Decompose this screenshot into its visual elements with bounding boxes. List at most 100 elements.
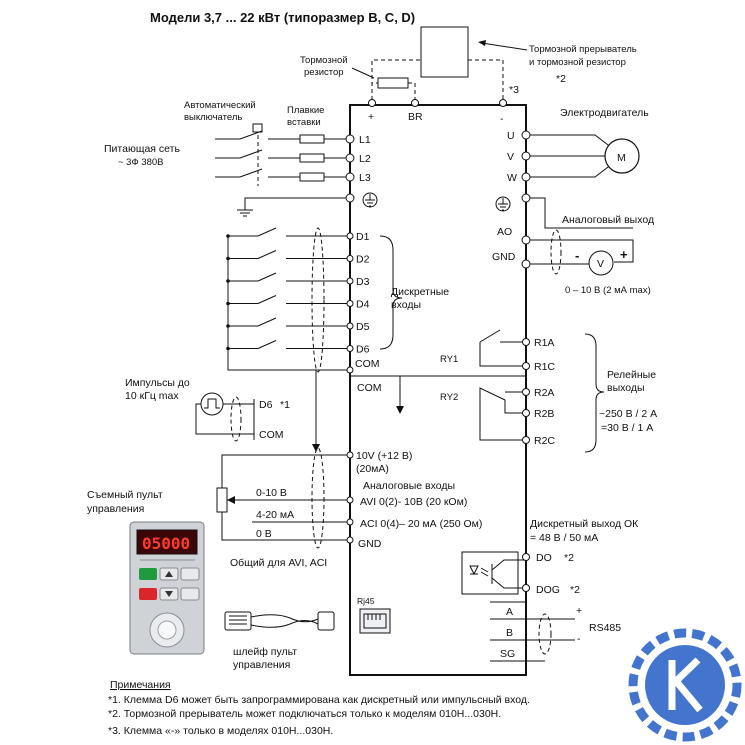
brake-unit-label-2: и тормозной резистор [529, 57, 626, 68]
digital-inputs-shield [311, 227, 325, 373]
relay-rating-2: =30 В / 1 А [601, 422, 653, 434]
relay-section: RY1 RY2 R1A R1C R2A R2B R2C Релейные вых… [440, 329, 657, 453]
notes-section: Примечания *1. Клемма D6 может быть запр… [108, 679, 530, 737]
brake-wire-unit-minus [468, 59, 504, 100]
brake-resistor [377, 77, 409, 89]
optocoupler-box [461, 551, 519, 595]
terminal-d4 [346, 300, 354, 307]
terminal-br-label: BR [408, 111, 423, 123]
optocoupler-transistor-icon [491, 559, 526, 589]
breaker-handle [252, 123, 263, 133]
motor-wire-w [526, 163, 613, 178]
rj45-label: Rj45 [357, 596, 375, 606]
terminal-r2a [522, 388, 530, 396]
note-line-2: *2. Тормозной прерыватель может подключа… [108, 708, 501, 720]
rs485-shield [538, 613, 552, 655]
keypad-func-button[interactable] [180, 567, 200, 581]
pulse-waveform-icon [204, 398, 220, 409]
analog-output-section: Аналоговый выход AO GND V - + 0 – 10 В (… [492, 214, 654, 296]
digital-input-wire [228, 295, 350, 304]
terminal-r1a-label: R1A [534, 337, 554, 349]
terminal-gnd-out-label: GND [492, 251, 516, 263]
cable-label-1: шлейф пульт [233, 646, 297, 658]
keypad-mode-button[interactable] [180, 587, 200, 601]
voltmeter-minus: - [575, 248, 579, 263]
cable-wire [250, 614, 319, 628]
terminal-r1c-label: R1C [534, 361, 555, 373]
com-inside-label: COM [357, 382, 382, 394]
cable-plug-left-icon [229, 615, 247, 625]
ain-supply-label-2: (20мА) [356, 463, 389, 475]
terminal-minus [499, 99, 507, 107]
terminal-minus-note: *3 [509, 84, 519, 96]
terminal-d2-label: D2 [356, 254, 370, 266]
pulse-note: *1 [280, 399, 290, 411]
ry1-contact [479, 329, 526, 367]
brake-resistor-leader [351, 67, 375, 79]
digital-input-wire [228, 250, 350, 259]
terminal-minus-label: - [500, 113, 504, 125]
terminal-r1c [522, 362, 530, 370]
digital-input-junction [226, 346, 230, 351]
terminal-com-digital [346, 366, 354, 374]
note-line-3: *3. Клемма «-» только в моделях 010Н...0… [108, 725, 333, 737]
breaker-label-2: выключатель [184, 112, 242, 123]
terminal-ao [521, 235, 531, 245]
digital-input-junction [226, 234, 230, 238]
brake-unit-box [420, 26, 469, 78]
terminal-sg-label: SG [500, 648, 515, 660]
terminal-l1-label: L1 [359, 134, 371, 146]
dout-label-2: = 48 В / 50 мА [530, 532, 598, 544]
motor-symbol-letter: M [617, 152, 626, 164]
digital-inputs-brace [379, 235, 403, 350]
notes-heading: Примечания [110, 679, 171, 691]
digital-input-wire [228, 317, 350, 327]
terminal-pe-left [345, 193, 355, 203]
terminal-u-label: U [507, 130, 515, 142]
ain-zero-label: 0 В [256, 528, 272, 540]
ground-icon-left [237, 209, 253, 217]
keypad-run-button[interactable] [139, 568, 157, 580]
keypad-display-digits: 05000 [142, 534, 190, 553]
terminal-w-label: W [507, 172, 517, 184]
ain-supply-wire [221, 454, 350, 488]
ain-gnd-label: GND [358, 538, 382, 550]
brake-section: Тормозной прерыватель и тормозной резист… [300, 26, 637, 125]
voltmeter-plus: + [620, 247, 628, 262]
terminal-d1 [346, 232, 354, 240]
analog-inputs-section: 10V (+12 В) (20мА) Аналоговые входы AVI … [216, 370, 482, 569]
rs485-minus: - [577, 633, 581, 645]
terminal-do [522, 553, 530, 561]
terminal-aci [346, 518, 354, 526]
keypad-stop-button[interactable] [139, 588, 157, 600]
logo-gear-core [645, 645, 725, 725]
cable-plug-right [317, 611, 335, 631]
terminal-w [521, 172, 531, 182]
phase-wire-l2 [215, 149, 350, 159]
analog-out-label: Аналоговый выход [562, 214, 654, 226]
terminal-gnd-in [346, 536, 354, 544]
ain-aci-label: ACI 0(4)– 20 мА (250 Ом) [360, 518, 482, 530]
terminal-br [411, 99, 419, 107]
ain-supply-label-1: 10V (+12 В) [356, 450, 412, 462]
brake-wire-br [408, 82, 416, 100]
terminal-avi [346, 496, 354, 504]
keypad-label-2: управления [87, 503, 144, 515]
terminal-10v [346, 451, 354, 459]
terminal-do-label: DO [536, 552, 552, 564]
terminal-r1a [522, 338, 530, 346]
cable-label-2: управления [233, 659, 290, 671]
digital-input-wire [228, 227, 350, 237]
terminal-ao-label: AO [497, 226, 512, 238]
company-logo [628, 628, 742, 742]
fuses-label-2: вставки [287, 117, 321, 128]
relay-brace [584, 333, 605, 453]
motor-section: Электродвигатель M U V W [495, 107, 649, 229]
potentiometer-wiper [227, 496, 235, 504]
phase-wire-l1 [215, 130, 350, 140]
terminal-l3 [345, 172, 355, 182]
motor-wire-u [526, 134, 613, 149]
ain-curr-label: 4-20 мА [256, 509, 294, 521]
brake-wire-unit-plus [371, 59, 421, 100]
